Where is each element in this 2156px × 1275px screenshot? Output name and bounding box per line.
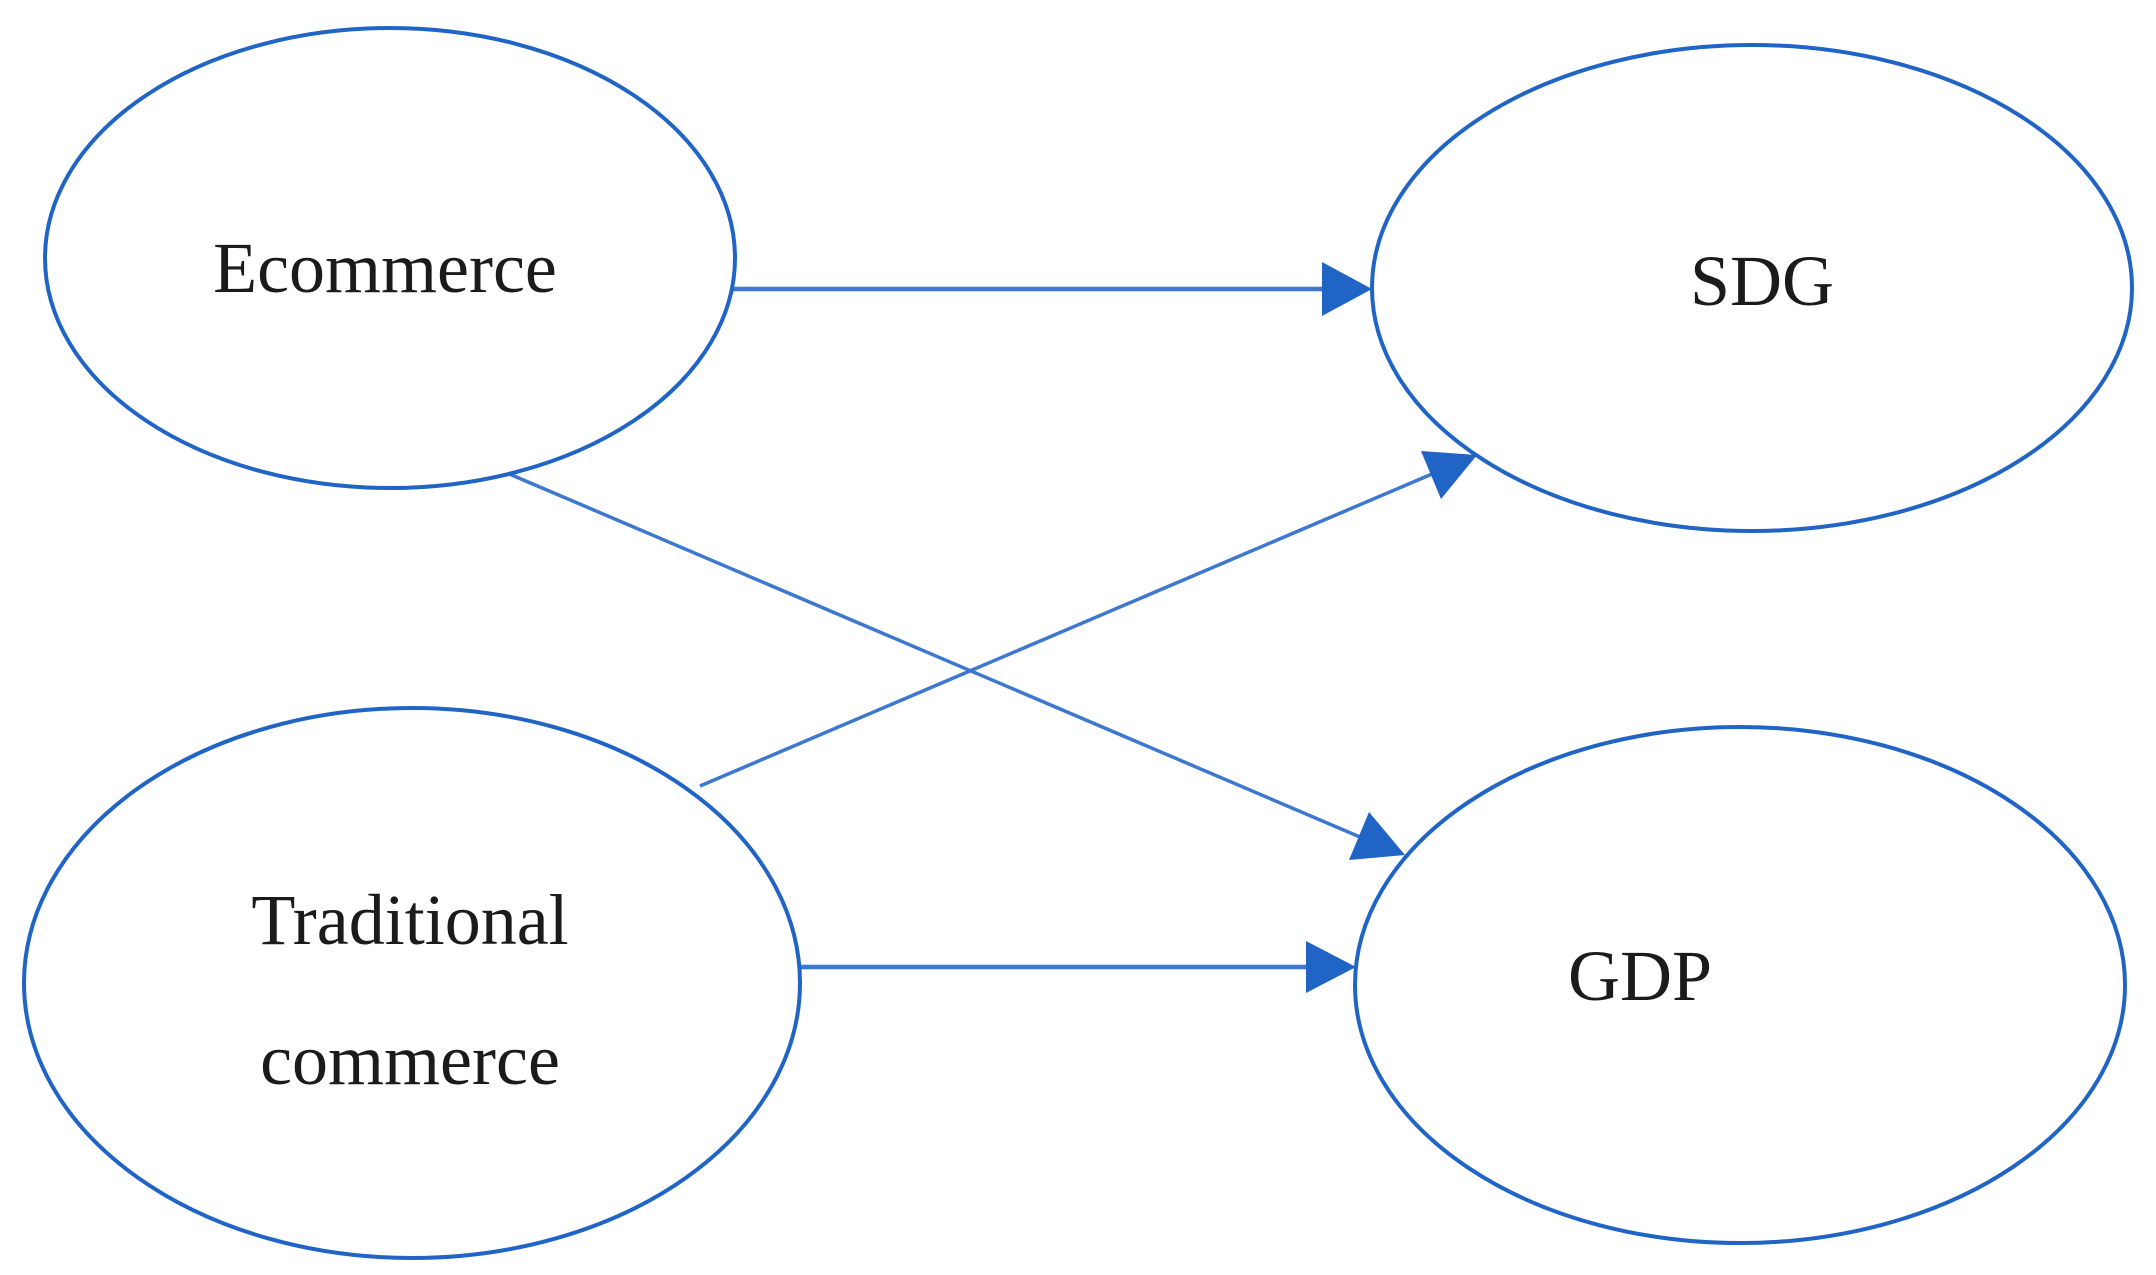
traditional-commerce-label-line2: commerce (260, 1020, 560, 1100)
gdp-ellipse (1353, 725, 2127, 1245)
ecommerce-label: Ecommerce (213, 228, 557, 308)
node-sdg: SDG (1370, 43, 2134, 533)
sdg-label: SDG (1690, 241, 1834, 321)
traditional-commerce-label-line1: Traditional (251, 880, 568, 960)
arrow-ecommerce-to-gdp-line (499, 468, 1361, 839)
arrow-traditional-to-sdg-line (699, 472, 1433, 788)
node-traditional-commerce: Traditional commerce (22, 706, 802, 1260)
arrow-traditional-to-gdp-head (1306, 941, 1356, 993)
node-ecommerce: Ecommerce (43, 26, 737, 490)
node-gdp: GDP (1353, 725, 2127, 1245)
arrow-ecommerce-to-gdp-head (1349, 812, 1405, 860)
gdp-label: GDP (1568, 936, 1712, 1016)
traditional-commerce-ellipse (22, 706, 802, 1260)
arrow-traditional-to-gdp (799, 941, 1356, 993)
arrow-ecommerce-to-gdp (499, 468, 1405, 860)
ecommerce-ellipse (43, 26, 737, 490)
sdg-ellipse (1370, 43, 2134, 533)
arrow-traditional-to-sdg (699, 451, 1477, 788)
arrow-ecommerce-to-sdg (732, 262, 1372, 316)
arrow-ecommerce-to-sdg-head (1322, 262, 1372, 316)
arrow-traditional-to-sdg-head (1421, 451, 1477, 499)
